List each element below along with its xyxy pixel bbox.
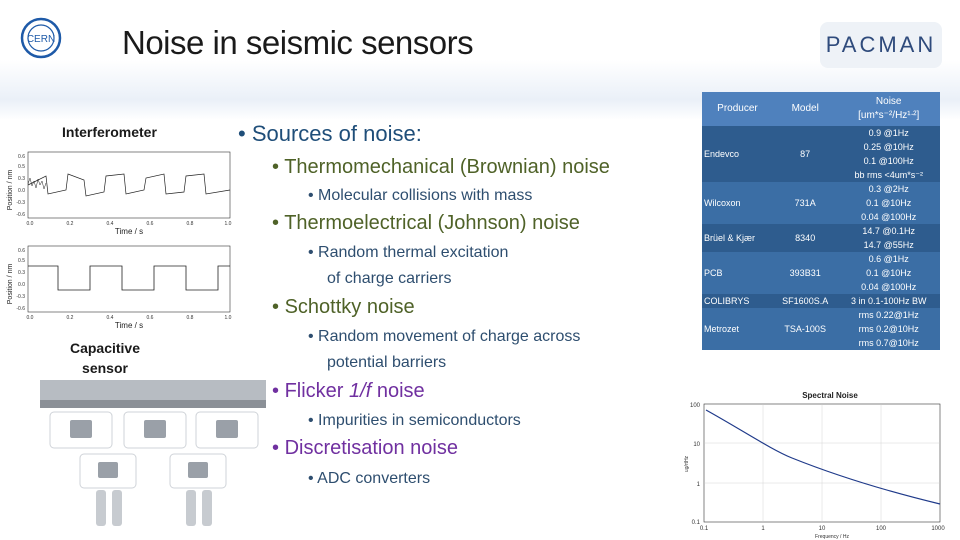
svg-text:0.6: 0.6 bbox=[18, 154, 25, 160]
pacman-logo-text: PACMAN bbox=[826, 32, 937, 57]
svg-text:0.8: 0.8 bbox=[187, 221, 194, 227]
svg-text:0.1: 0.1 bbox=[700, 526, 709, 532]
table-header-row: Producer Model Noise[um*s⁻²/Hz¹ᐧ²] bbox=[702, 92, 940, 126]
bullet-discretisation: • Discretisation noise bbox=[272, 437, 458, 459]
interferometer-plot-1: Position / nm Time / s 0.6 0.5 0.3 0.0 -… bbox=[7, 151, 232, 236]
svg-text:100: 100 bbox=[690, 403, 701, 409]
cern-logo: CERN bbox=[20, 17, 62, 59]
svg-text:0.1: 0.1 bbox=[692, 520, 701, 526]
sub-thermomechanical: • Molecular collisions with mass bbox=[308, 187, 533, 204]
svg-text:0.0: 0.0 bbox=[18, 282, 25, 288]
svg-text:0.5: 0.5 bbox=[18, 164, 25, 170]
interferometer-label: Interferometer bbox=[62, 124, 157, 140]
svg-text:0.4: 0.4 bbox=[107, 221, 114, 227]
svg-text:0.0: 0.0 bbox=[27, 315, 34, 321]
svg-text:1: 1 bbox=[761, 526, 765, 532]
plot2-xlabel: Time / s bbox=[115, 321, 143, 330]
bullet-schottky: • Schottky noise bbox=[272, 296, 415, 318]
svg-text:0.5: 0.5 bbox=[18, 258, 25, 264]
svg-text:100: 100 bbox=[876, 526, 887, 532]
spectral-noise-line bbox=[705, 409, 941, 505]
pacman-logo: PACMAN bbox=[820, 22, 942, 68]
svg-text:0.6: 0.6 bbox=[147, 221, 154, 227]
trace-line bbox=[27, 173, 231, 197]
svg-text:-0.6: -0.6 bbox=[16, 306, 25, 312]
plot2-ylabel: Position / nm bbox=[7, 264, 14, 305]
bullet-sources: • Sources of noise: bbox=[238, 121, 422, 146]
svg-text:-0.6: -0.6 bbox=[16, 212, 25, 218]
svg-text:0.3: 0.3 bbox=[18, 270, 25, 276]
svg-text:0.4: 0.4 bbox=[107, 315, 114, 321]
spectral-title: Spectral Noise bbox=[802, 391, 858, 400]
spectral-xlabel: Frequency / Hz bbox=[815, 534, 849, 540]
svg-text:1.0: 1.0 bbox=[225, 315, 232, 321]
bullet-thermoelectrical: • Thermoelectrical (Johnson) noise bbox=[272, 212, 580, 234]
svg-text:0.2: 0.2 bbox=[67, 315, 74, 321]
sub-discretisation: • ADC converters bbox=[308, 470, 431, 487]
table-row: COLIBRYS SF1600S.A 3 in 0.1-100Hz BW bbox=[702, 294, 940, 308]
svg-text:-0.3: -0.3 bbox=[16, 200, 25, 206]
sub-flicker: • Impurities in semiconductors bbox=[308, 412, 521, 429]
svg-text:0.3: 0.3 bbox=[18, 176, 25, 182]
svg-text:10: 10 bbox=[693, 442, 700, 448]
svg-text:0.2: 0.2 bbox=[67, 221, 74, 227]
interferometer-plot-2: Position / nm Time / s 0.6 0.5 0.3 0.0 -… bbox=[7, 245, 232, 330]
svg-text:1.0: 1.0 bbox=[225, 221, 232, 227]
noise-table: Producer Model Noise[um*s⁻²/Hz¹ᐧ²] Endev… bbox=[702, 92, 940, 350]
header-model: Model bbox=[772, 92, 838, 126]
svg-text:-0.3: -0.3 bbox=[16, 294, 25, 300]
svg-text:0.8: 0.8 bbox=[187, 315, 194, 321]
plot1-xlabel: Time / s bbox=[115, 227, 143, 236]
spectral-ylabel: ug/rtHz bbox=[684, 455, 690, 472]
svg-text:10: 10 bbox=[819, 526, 826, 532]
slide-title: Noise in seismic sensors bbox=[122, 24, 474, 61]
capacitive-sensor-photo bbox=[40, 380, 266, 526]
spectral-noise-plot: Spectral Noise 100 10 1 0.1 0.1 1 10 100… bbox=[682, 386, 946, 540]
capacitive-sensor-label: Capacitive sensor bbox=[69, 340, 141, 376]
svg-text:1: 1 bbox=[697, 482, 701, 488]
svg-text:1000: 1000 bbox=[931, 526, 945, 532]
bullet-thermomechanical: • Thermomechanical (Brownian) noise bbox=[272, 156, 610, 178]
header-noise: Noise[um*s⁻²/Hz¹ᐧ²] bbox=[837, 92, 940, 126]
svg-text:0.0: 0.0 bbox=[18, 188, 25, 194]
header-producer: Producer bbox=[702, 92, 773, 126]
plot1-ylabel: Position / nm bbox=[7, 170, 14, 211]
svg-text:0.6: 0.6 bbox=[147, 315, 154, 321]
trace-line bbox=[28, 265, 230, 291]
svg-text:0.6: 0.6 bbox=[18, 248, 25, 254]
svg-text:0.0: 0.0 bbox=[27, 221, 34, 227]
cern-logo-text: CERN bbox=[27, 34, 55, 45]
bullet-flicker: • Flicker 1/f noise bbox=[272, 380, 425, 402]
